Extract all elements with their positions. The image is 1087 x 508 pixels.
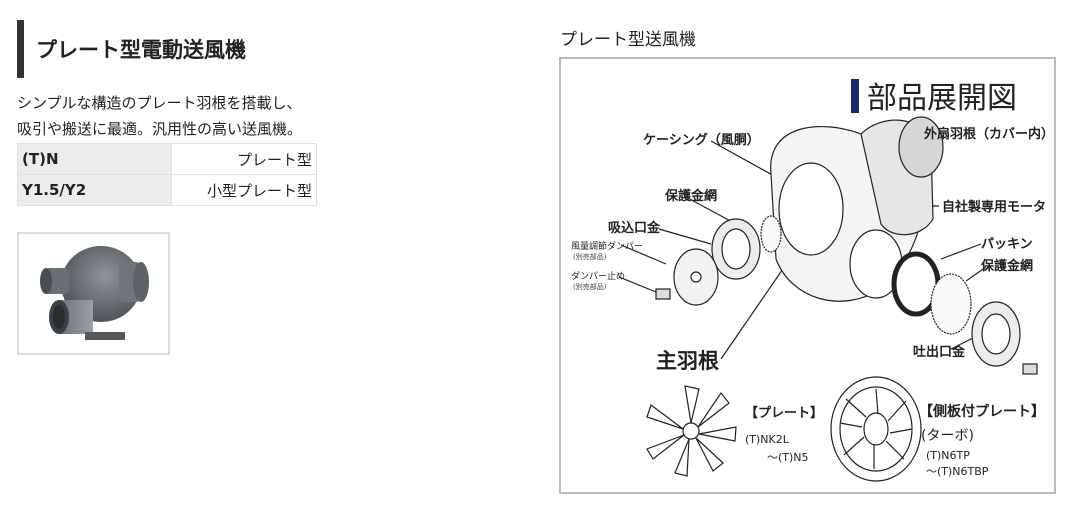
spec-table: (T)N プレート型 Y1.5/Y2 小型プレート型 — [17, 143, 317, 206]
label-outer-fan: 外扇羽根（カバー内） — [924, 127, 1055, 142]
table-row: (T)N プレート型 — [17, 143, 317, 175]
label-plate-type: 【プレート】 — [745, 406, 824, 421]
figure-caption: プレート型送風機 — [560, 30, 696, 50]
spec-model: Y1.5/Y2 — [17, 174, 172, 206]
title-accent-bar — [17, 20, 24, 78]
description-line-1: シンプルな構造のプレート羽根を搭載し、 — [17, 94, 302, 112]
label-plate-model-1: (T)NK2L — [745, 433, 789, 446]
label-guard-net-2: 保護金網 — [981, 259, 1034, 274]
label-damper-stop-note: (別売部品) — [573, 283, 607, 291]
product-title-block: プレート型電動送風機 — [17, 20, 337, 78]
spec-model: (T)N — [17, 143, 172, 175]
heading-accent-bar — [851, 79, 859, 113]
spec-type: プレート型 — [171, 143, 317, 175]
label-casing: ケーシング（風胴） — [643, 133, 760, 148]
label-suction-port: 吸込口金 — [608, 221, 661, 236]
label-damper-note: (別売部品) — [573, 253, 607, 261]
exploded-view-figure: 部品展開図 ケーシング（風胴） 外扇羽根（カバー内） 保護金網 自社製専用モータ… — [559, 57, 1056, 494]
label-discharge-port: 吐出口金 — [913, 345, 966, 360]
product-description: シンプルな構造のプレート羽根を搭載し、 吸引や搬送に最適。汎用性の高い送風機。 — [17, 90, 362, 142]
label-turbo-model-1: (T)N6TP — [926, 449, 970, 462]
label-side-plate-type: 【側板付プレート】 — [919, 404, 1045, 420]
description-line-2: 吸引や搬送に最適。汎用性の高い送風機。 — [17, 120, 303, 138]
label-packing: パッキン — [981, 237, 1033, 252]
label-plate-model-2: ～(T)N5 — [767, 451, 809, 464]
label-damper: 風量調節ダンパー — [571, 242, 644, 252]
label-guard-net-1: 保護金網 — [665, 189, 718, 204]
figure-heading: 部品展開図 — [867, 81, 1017, 116]
table-row: Y1.5/Y2 小型プレート型 — [17, 174, 317, 206]
label-damper-stop: ダンパー止め — [571, 272, 626, 282]
label-motor: 自社製専用モータ — [942, 200, 1047, 215]
product-thumbnail[interactable] — [17, 232, 170, 355]
label-turbo-model-2: ～(T)N6TBP — [926, 465, 989, 478]
label-turbo: (ターボ) — [921, 428, 974, 444]
spec-type: 小型プレート型 — [171, 174, 317, 206]
blower-photo-image — [40, 246, 149, 340]
product-title: プレート型電動送風機 — [36, 38, 246, 62]
exploded-view-drawing — [618, 116, 1038, 482]
label-main-fan: 主羽根 — [656, 349, 719, 373]
